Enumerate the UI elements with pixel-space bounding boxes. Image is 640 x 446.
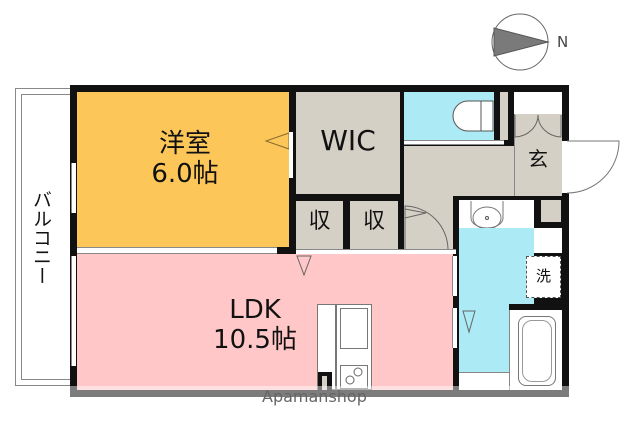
entrance [514,114,562,196]
bathtub-icon [518,316,556,386]
shoe-cabinet-doors-icon [514,114,562,138]
washroom [459,228,534,304]
western-room [77,92,289,247]
storage-closet-1[interactable] [296,201,343,249]
toilet-tank-wall [500,92,508,140]
door-arrow-icon [296,255,312,277]
storage-1-label: 収 [308,209,331,234]
ldk-size: 10.5帖 [213,324,297,355]
bath-step [459,372,509,390]
balcony-label: バルコニー [30,190,52,285]
washer-label: 洗 [535,267,551,285]
storage-closet-2[interactable] [350,201,398,249]
door-arrow-icon [264,132,290,150]
hall-lower [404,196,453,253]
toilet-door[interactable] [404,140,504,145]
compass-label: N [557,33,569,51]
western-room-name: 洋室 [158,129,211,159]
bedroom-window[interactable] [71,163,76,213]
compass [490,12,550,72]
western-room-label: 洋室 6.0帖 [120,129,250,190]
hall-door-swing-icon [404,205,449,250]
kitchen-sink-counter [336,304,372,390]
hall [404,146,514,196]
watermark-text: Apamanshop [262,387,367,406]
ldk-label: LDK 10.5帖 [190,295,320,356]
washer-space [526,256,561,298]
wic [296,92,400,194]
front-door-swing-icon [566,140,620,194]
toilet-fixture-icon [452,100,494,132]
ldk-name: LDK [229,295,281,325]
bath-entry [459,304,509,372]
wic-label: WIC [320,124,376,157]
shoe-storage [514,92,562,114]
wash-basin-icon [470,201,504,230]
stove-icon [340,365,368,389]
western-room-size: 6.0帖 [151,158,219,189]
ldk-window[interactable] [71,256,76,366]
bathroom-door[interactable] [452,308,457,348]
burner-icon [345,367,363,385]
washroom-door[interactable] [452,256,457,296]
sliding-door-bedroom[interactable] [77,247,277,254]
closet-shelf [541,200,561,222]
sink-icon [340,308,368,349]
front-door-opening[interactable] [562,141,570,193]
storage-doors[interactable] [296,249,456,254]
wic-door[interactable] [289,132,293,178]
watermark-band [15,386,570,406]
entrance-label: 玄 [528,147,548,171]
compass-arrow-icon [491,13,550,71]
door-arrow-icon [462,310,476,334]
ldk [77,254,453,390]
storage-2-label: 収 [362,209,385,234]
